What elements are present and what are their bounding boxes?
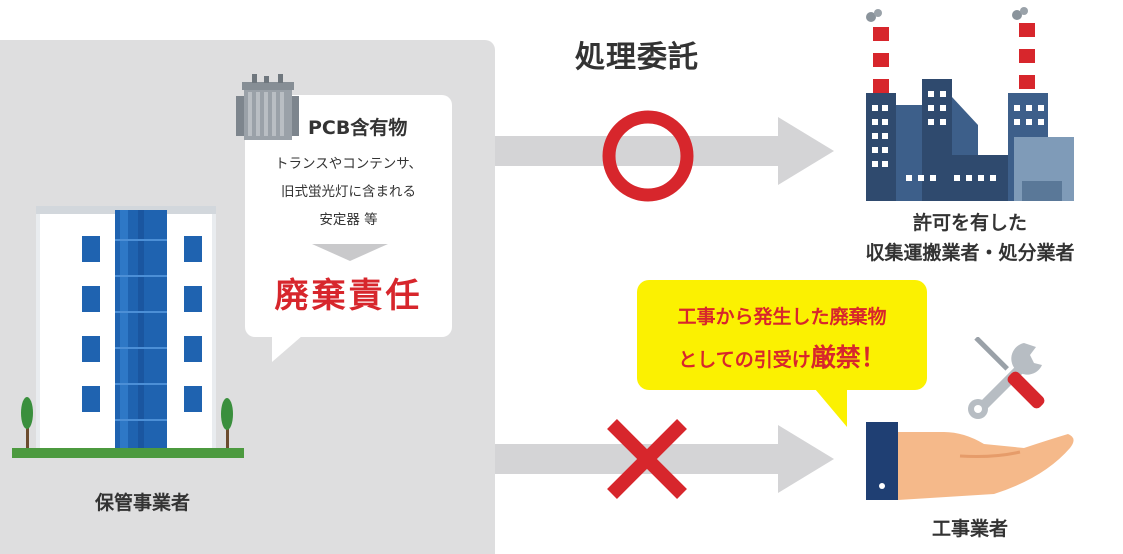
tools-icon: [968, 337, 1045, 419]
warning-callout: [637, 280, 927, 390]
licensed-operator-label-line2: 収集運搬業者・処分業者: [865, 242, 1075, 264]
contractor-label: 工事業者: [931, 518, 1008, 540]
factory-icon: [866, 7, 1074, 201]
pcb-speech-bubble-tail: [272, 336, 302, 362]
pcb-title: PCB含有物: [308, 117, 408, 139]
pcb-desc-line3: 安定器 等: [319, 212, 378, 228]
warning-line2: としての引受け厳禁！: [637, 338, 927, 374]
warning-callout-tail: [815, 389, 847, 427]
receiving-hand-icon: [866, 422, 1074, 500]
ng-cross-icon: [607, 419, 687, 499]
down-triangle-icon: [312, 244, 388, 261]
warning-line1: 工事から発生した廃棄物: [677, 306, 887, 328]
pcb-desc-line2: 旧式蛍光灯に含まれる: [281, 184, 416, 200]
strictly-prohibited: 厳禁！: [810, 343, 886, 372]
office-building-icon: [12, 206, 244, 458]
contractor-arrow-head: [778, 425, 834, 493]
tree-right-icon: [221, 398, 233, 449]
ok-circle-icon: [602, 110, 694, 202]
consign-arrow-head: [778, 117, 834, 185]
transformer-icon: [236, 74, 299, 140]
consign-arrow-shaft: [495, 136, 780, 166]
warning-line2-text: としての引受け: [678, 349, 811, 371]
process-title: 処理委託: [575, 40, 699, 75]
disposal-responsibility: 廃棄責任: [274, 276, 423, 316]
licensed-operator-label-line1: 許可を有した: [912, 212, 1027, 234]
pcb-desc-line1: トランスやコンテンサ、: [274, 156, 422, 172]
storage-operator-label: 保管事業者: [94, 492, 190, 514]
